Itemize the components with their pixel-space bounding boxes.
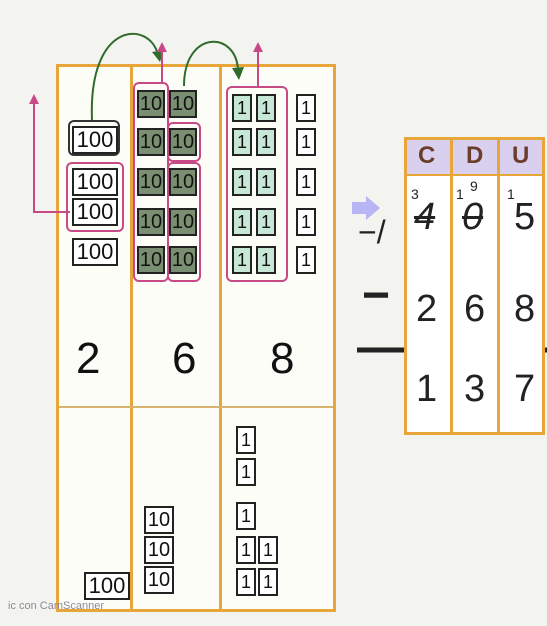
- one-block: 1: [232, 168, 252, 196]
- one-block: 1: [256, 94, 276, 122]
- hundred-block: 100: [72, 198, 118, 226]
- one-block: 1: [232, 94, 252, 122]
- header-u: U: [512, 142, 529, 170]
- hundred-block: 100: [72, 126, 118, 154]
- ten-block: 10: [169, 90, 197, 118]
- minus-sign: −: [362, 268, 390, 323]
- one-block: 1: [296, 94, 316, 122]
- hundred-block: 100: [84, 572, 130, 600]
- ones-digit: 8: [270, 334, 294, 384]
- ten-block: 10: [169, 246, 197, 274]
- header-d: D: [466, 142, 483, 170]
- ten-block: 10: [169, 128, 197, 156]
- one-block: 1: [232, 128, 252, 156]
- ten-block: 10: [137, 128, 165, 156]
- one-block: 1: [258, 536, 278, 564]
- ten-block: 10: [137, 90, 165, 118]
- one-block: 1: [256, 168, 276, 196]
- one-block: 1: [236, 536, 256, 564]
- one-block: 1: [296, 246, 316, 274]
- ten-block: 10: [169, 208, 197, 236]
- header-divider: [407, 174, 542, 176]
- difference-hundreds: 1: [416, 368, 437, 411]
- one-block: 1: [256, 246, 276, 274]
- table-column-divider: [497, 137, 500, 435]
- one-block: 1: [296, 208, 316, 236]
- strike-mark: −/: [358, 214, 386, 251]
- one-block: 1: [236, 502, 256, 530]
- ten-block: 10: [137, 208, 165, 236]
- subtrahend-ones: 8: [514, 288, 535, 331]
- one-block: 1: [232, 208, 252, 236]
- one-block: 1: [256, 208, 276, 236]
- minuend-hundreds: 4: [414, 196, 435, 239]
- subtrahend-tens: 6: [464, 288, 485, 331]
- borrow-small: 9: [470, 178, 478, 194]
- difference-ones: 7: [514, 368, 535, 411]
- one-block: 1: [258, 568, 278, 596]
- one-block: 1: [232, 246, 252, 274]
- hundred-block: 100: [72, 238, 118, 266]
- ten-block: 10: [144, 506, 174, 534]
- one-block: 1: [296, 168, 316, 196]
- one-block: 1: [296, 128, 316, 156]
- watermark: ic con CamScanner: [8, 600, 104, 612]
- one-block: 1: [236, 458, 256, 486]
- table-column-divider: [450, 137, 453, 435]
- tens-digit: 6: [172, 334, 196, 384]
- ten-block: 10: [169, 168, 197, 196]
- one-block: 1: [236, 568, 256, 596]
- ten-block: 10: [137, 246, 165, 274]
- one-block: 1: [236, 426, 256, 454]
- difference-tens: 3: [464, 368, 485, 411]
- one-block: 1: [256, 128, 276, 156]
- hundreds-digit: 2: [76, 334, 100, 384]
- hundred-block: 100: [72, 168, 118, 196]
- ten-block: 10: [144, 536, 174, 564]
- ten-block: 10: [137, 168, 165, 196]
- subtrahend-hundreds: 2: [416, 288, 437, 331]
- minuend-tens: 0: [462, 196, 483, 239]
- ten-block: 10: [144, 566, 174, 594]
- minuend-ones: 5: [514, 196, 535, 239]
- header-c: C: [418, 142, 435, 170]
